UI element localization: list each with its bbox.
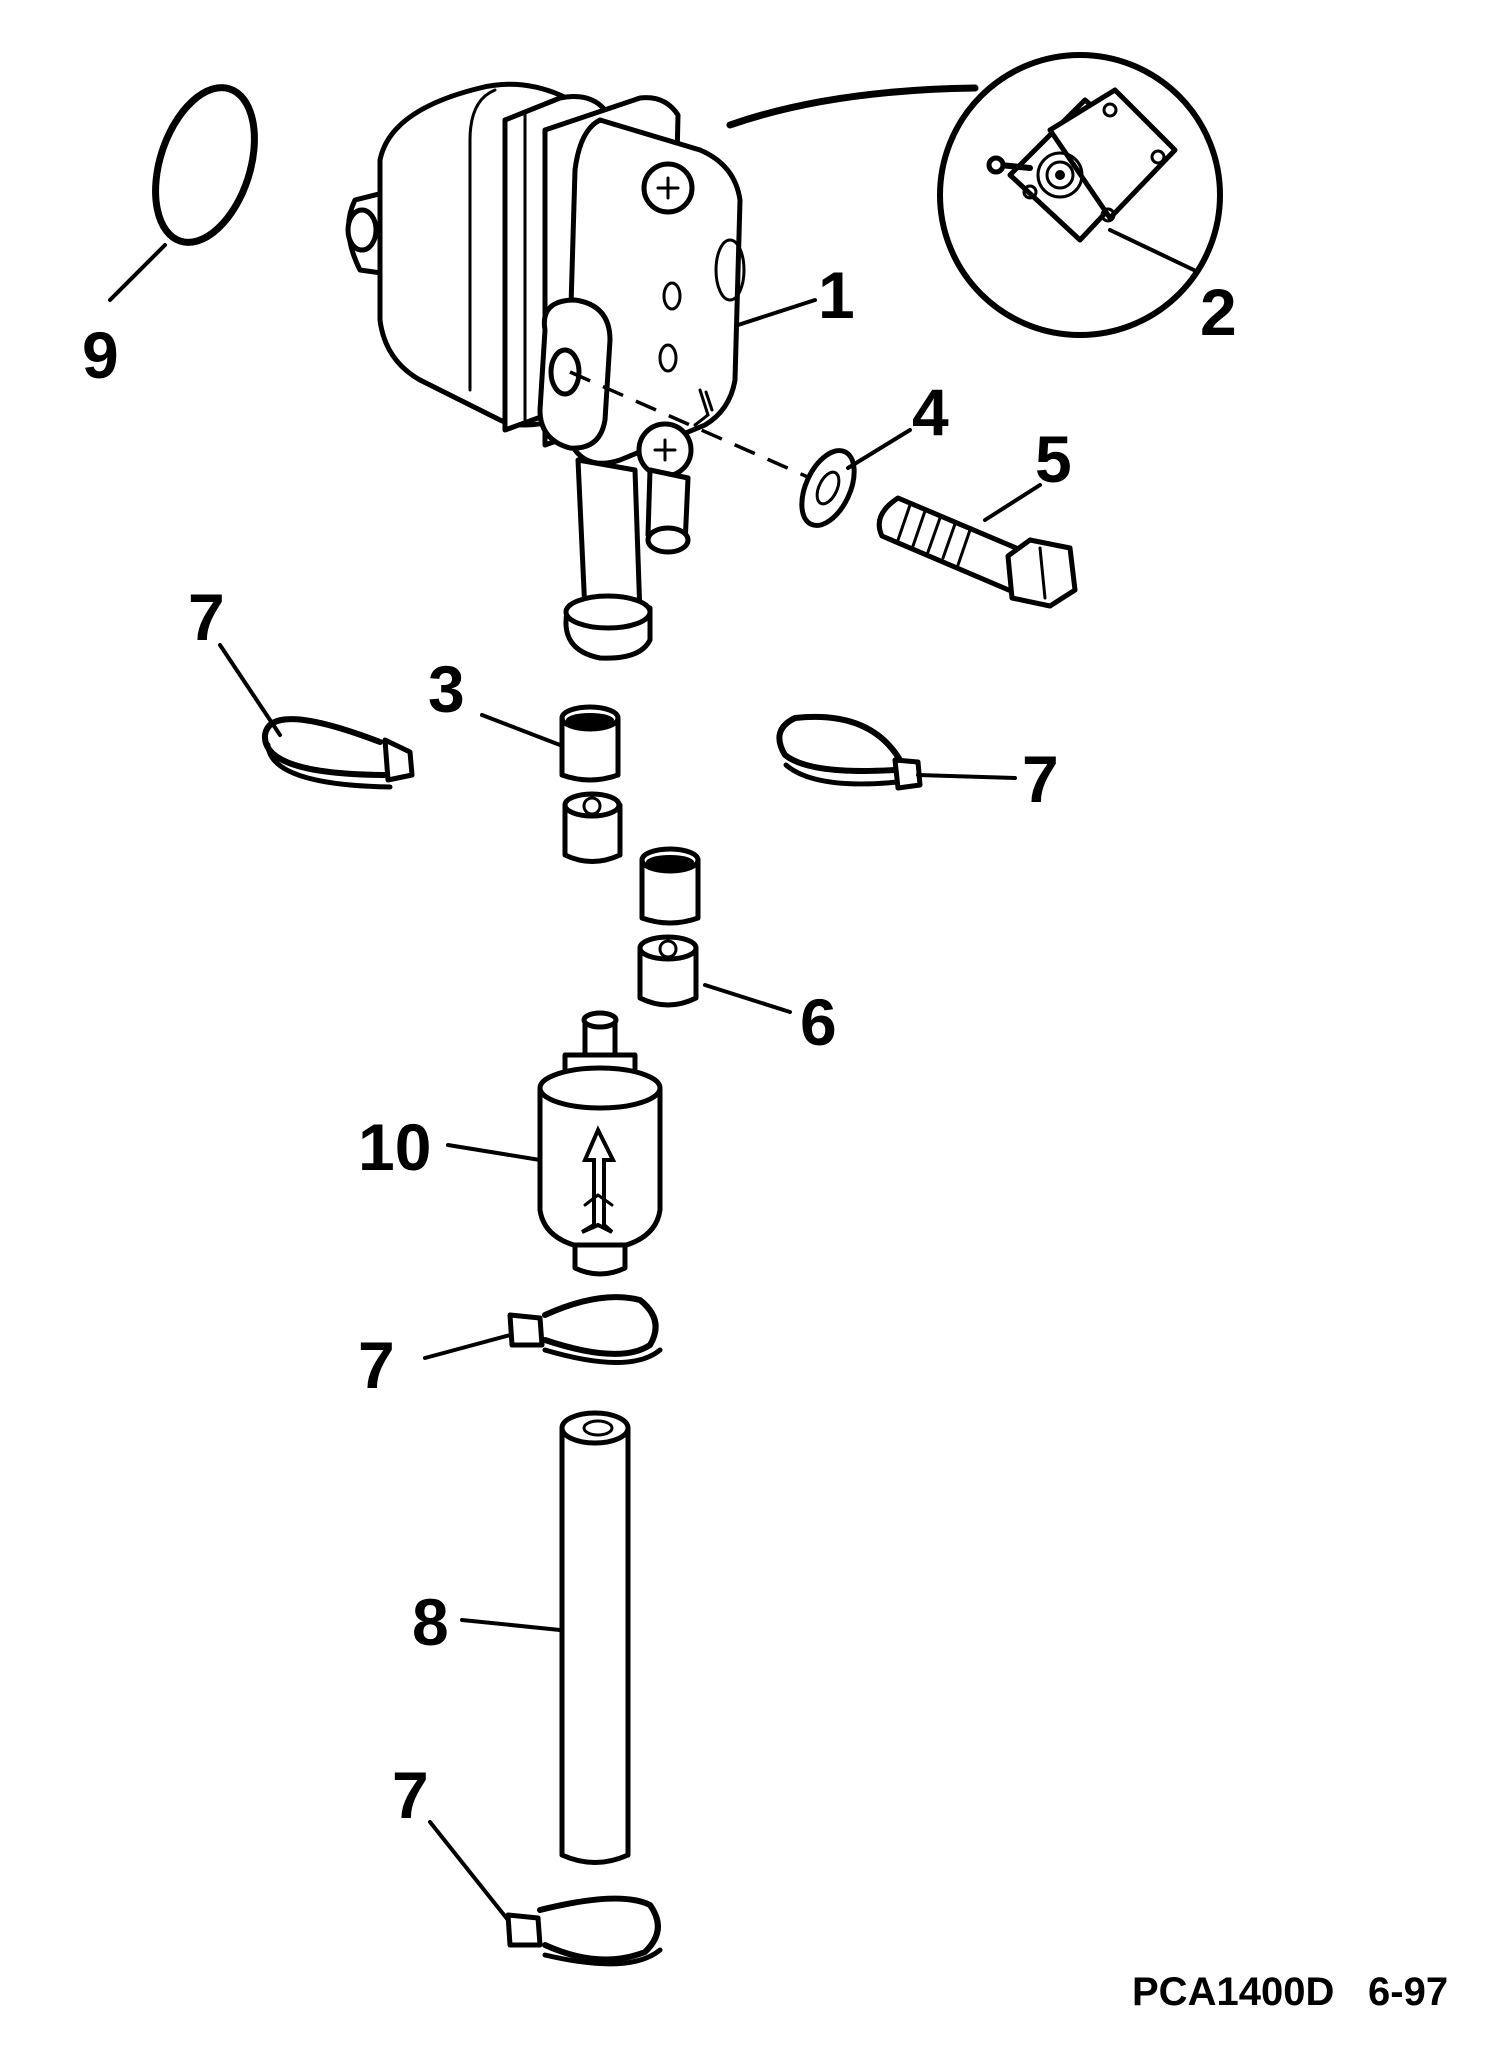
revision-date: 6-97 [1368, 1970, 1448, 2014]
leader-line-8 [460, 1618, 562, 1632]
callout-clamp-upper-right: 7 [1022, 742, 1059, 816]
hose-clamp-filter-lower [507, 1294, 663, 1365]
leader-line-1 [736, 298, 817, 327]
hose-clamp-upper-left [261, 716, 415, 790]
callout-fuel-filter: 10 [358, 1110, 431, 1184]
hose-connector-upper [559, 704, 623, 864]
callout-hose-connector-lower: 6 [800, 985, 837, 1059]
callout-hose-connector-upper: 3 [428, 652, 465, 726]
leader-line-7a [218, 643, 282, 737]
leader-line-6 [703, 983, 792, 1014]
fuel-pump-part [345, 81, 746, 661]
leader-line-7c [423, 1333, 512, 1360]
fuel-filter-part [537, 1010, 663, 1277]
callout-pump-bolt: 5 [1035, 422, 1072, 496]
callout-diaphragm-kit: 2 [1200, 275, 1237, 349]
leader-line-3 [480, 713, 562, 747]
leader-line-4 [846, 428, 912, 470]
lock-washer-part [799, 448, 857, 528]
fuel-hose-part [559, 1410, 631, 1865]
leader-line-2 [1108, 228, 1200, 274]
hose-connector-lower [637, 846, 701, 1008]
hose-clamp-upper-right [776, 713, 923, 791]
callout-clamp-upper-left: 7 [188, 580, 225, 654]
hose-clamp-bottom [505, 1895, 663, 1967]
callout-lock-washer: 4 [912, 375, 949, 449]
drawing-code: PCA1400D [1132, 1970, 1334, 2014]
diaphragm-kit-detail [937, 52, 1223, 338]
leader-line-7d [428, 1820, 510, 1922]
leader-line-10 [446, 1143, 542, 1162]
leader-line-5 [983, 483, 1042, 522]
callout-fuel-hose: 8 [412, 1585, 449, 1659]
callout-o-ring: 9 [82, 318, 119, 392]
leader-line-9 [108, 243, 167, 302]
pump-bolt-part [876, 495, 1078, 609]
o-ring-part [152, 84, 258, 246]
callout-clamp-filter-lower: 7 [358, 1328, 395, 1402]
leader-line-7b [916, 773, 1017, 780]
callout-clamp-hose-bottom: 7 [392, 1758, 429, 1832]
callout-fuel-pump: 1 [818, 258, 855, 332]
